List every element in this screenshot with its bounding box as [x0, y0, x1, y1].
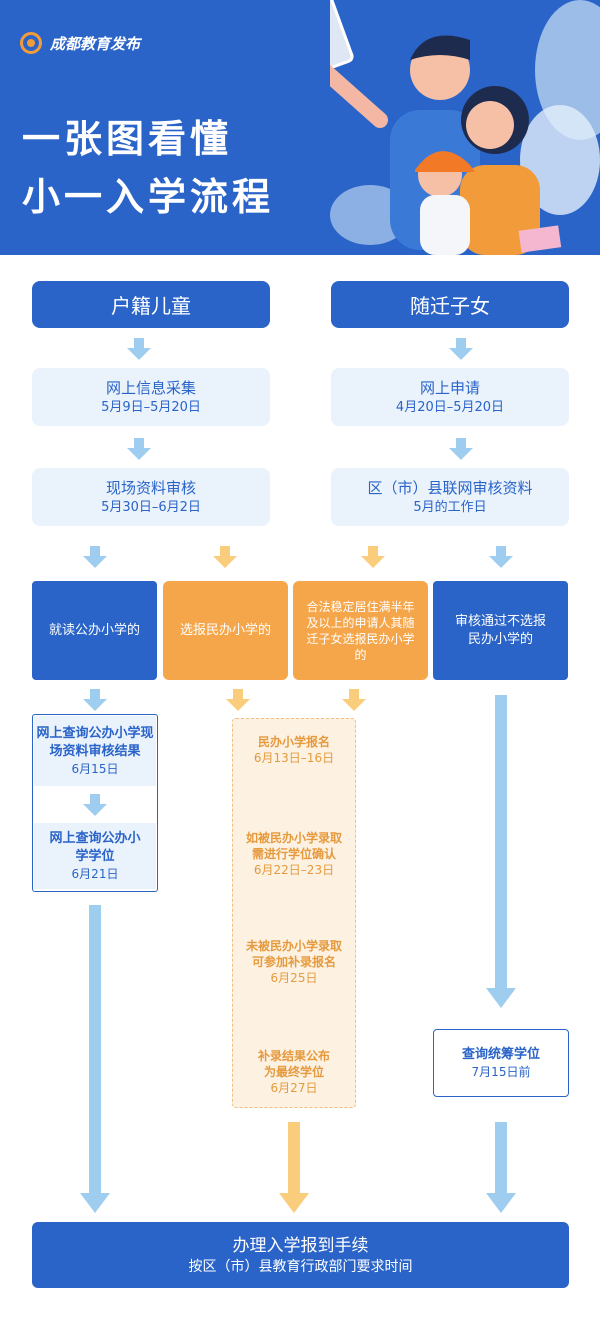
private-path-container	[232, 718, 356, 1108]
step-supplementary-result: 补录结果公布为最终学位 6月27日	[236, 1048, 352, 1096]
page-title-line1: 一张图看懂	[22, 117, 233, 161]
step-date: 7月15日前	[471, 1065, 531, 1079]
step-date: 6月21日	[71, 867, 119, 881]
arrow-down-icon	[489, 546, 513, 568]
step-query-review-result: 网上查询公办小学现场资料审核结果 6月15日	[34, 716, 156, 786]
step-network-review: 区（市）县联网审核资料 5月的工作日	[331, 468, 569, 526]
step-date: 6月25日	[270, 971, 318, 985]
step-title: 如被民办小学录取需进行学位确认	[245, 831, 342, 861]
branch-migrant-public: 审核通过不选报民办小学的	[433, 581, 568, 680]
branch-public-school: 就读公办小学的	[32, 581, 157, 680]
step-title: 网上信息采集	[105, 379, 196, 397]
step-title: 网上查询公办小学现场资料审核结果	[36, 726, 154, 759]
step-online-application: 网上申请 4月20日–5月20日	[331, 368, 569, 426]
step-title: 民办小学报名	[257, 735, 330, 749]
step-title: 补录结果公布为最终学位	[257, 1049, 330, 1079]
step-query-allocated-seat: 查询统筹学位 7月15日前	[433, 1029, 569, 1097]
arrow-down-icon	[449, 338, 473, 360]
step-onsite-review: 现场资料审核 5月30日–6月2日	[32, 468, 270, 526]
step-date: 4月20日–5月20日	[395, 400, 505, 415]
step-title: 区（市）县联网审核资料	[367, 479, 533, 497]
final-subtitle: 按区（市）县教育行政部门要求时间	[188, 1259, 413, 1275]
step-online-info-collection: 网上信息采集 5月9日–5月20日	[32, 368, 270, 426]
header-banner: 成都教育发布 一张图看懂 小一入学流程	[0, 0, 600, 255]
final-enrollment: 办理入学报到手续 按区（市）县教育行政部门要求时间	[32, 1222, 569, 1288]
arrow-down-icon	[83, 689, 107, 711]
family-selfie-illustration	[330, 0, 600, 255]
step-private-registration: 民办小学报名 6月13日–16日	[236, 734, 352, 766]
step-date: 6月15日	[71, 762, 119, 776]
branch-migrant-private: 合法稳定居住满半年及以上的申请人其随迁子女选报民办小学的	[293, 581, 428, 680]
brand-logo-icon	[20, 32, 42, 54]
arrow-down-icon	[342, 689, 366, 711]
step-date: 5月9日–5月20日	[101, 400, 201, 415]
page-title-line2: 小一入学流程	[22, 175, 275, 219]
step-date: 5月30日–6月2日	[101, 500, 201, 515]
branch-private-school: 选报民办小学的	[163, 581, 288, 680]
step-title: 网上申请	[419, 379, 480, 397]
step-date: 6月27日	[270, 1081, 318, 1095]
arrow-down-icon	[127, 438, 151, 460]
arrow-down-icon	[226, 689, 250, 711]
brand-name: 成都教育发布	[50, 34, 141, 53]
step-title: 查询统筹学位	[461, 1047, 540, 1062]
step-date: 6月13日–16日	[253, 751, 335, 765]
step-seat-confirmation: 如被民办小学录取需进行学位确认 6月22日–23日	[236, 830, 352, 878]
step-query-public-seat: 网上查询公办小学学位 6月21日	[34, 823, 156, 889]
step-date: 6月22日–23日	[253, 863, 335, 877]
arrow-down-icon	[127, 338, 151, 360]
step-title: 未被民办小学录取可参加补录报名	[245, 939, 342, 969]
brand-logo-area: 成都教育发布	[20, 32, 140, 54]
public-path-container	[32, 714, 158, 892]
step-title: 现场资料审核	[105, 479, 196, 497]
final-title: 办理入学报到手续	[232, 1236, 369, 1256]
arrow-down-icon	[83, 546, 107, 568]
step-date: 5月的工作日	[413, 500, 487, 515]
step-title: 网上查询公办小学学位	[49, 831, 141, 864]
heading-migrant-children: 随迁子女	[331, 281, 569, 328]
heading-registered-children: 户籍儿童	[32, 281, 270, 328]
arrow-down-icon	[361, 546, 385, 568]
step-supplementary-registration: 未被民办小学录取可参加补录报名 6月25日	[236, 938, 352, 986]
arrow-down-icon	[213, 546, 237, 568]
arrow-down-icon	[449, 438, 473, 460]
